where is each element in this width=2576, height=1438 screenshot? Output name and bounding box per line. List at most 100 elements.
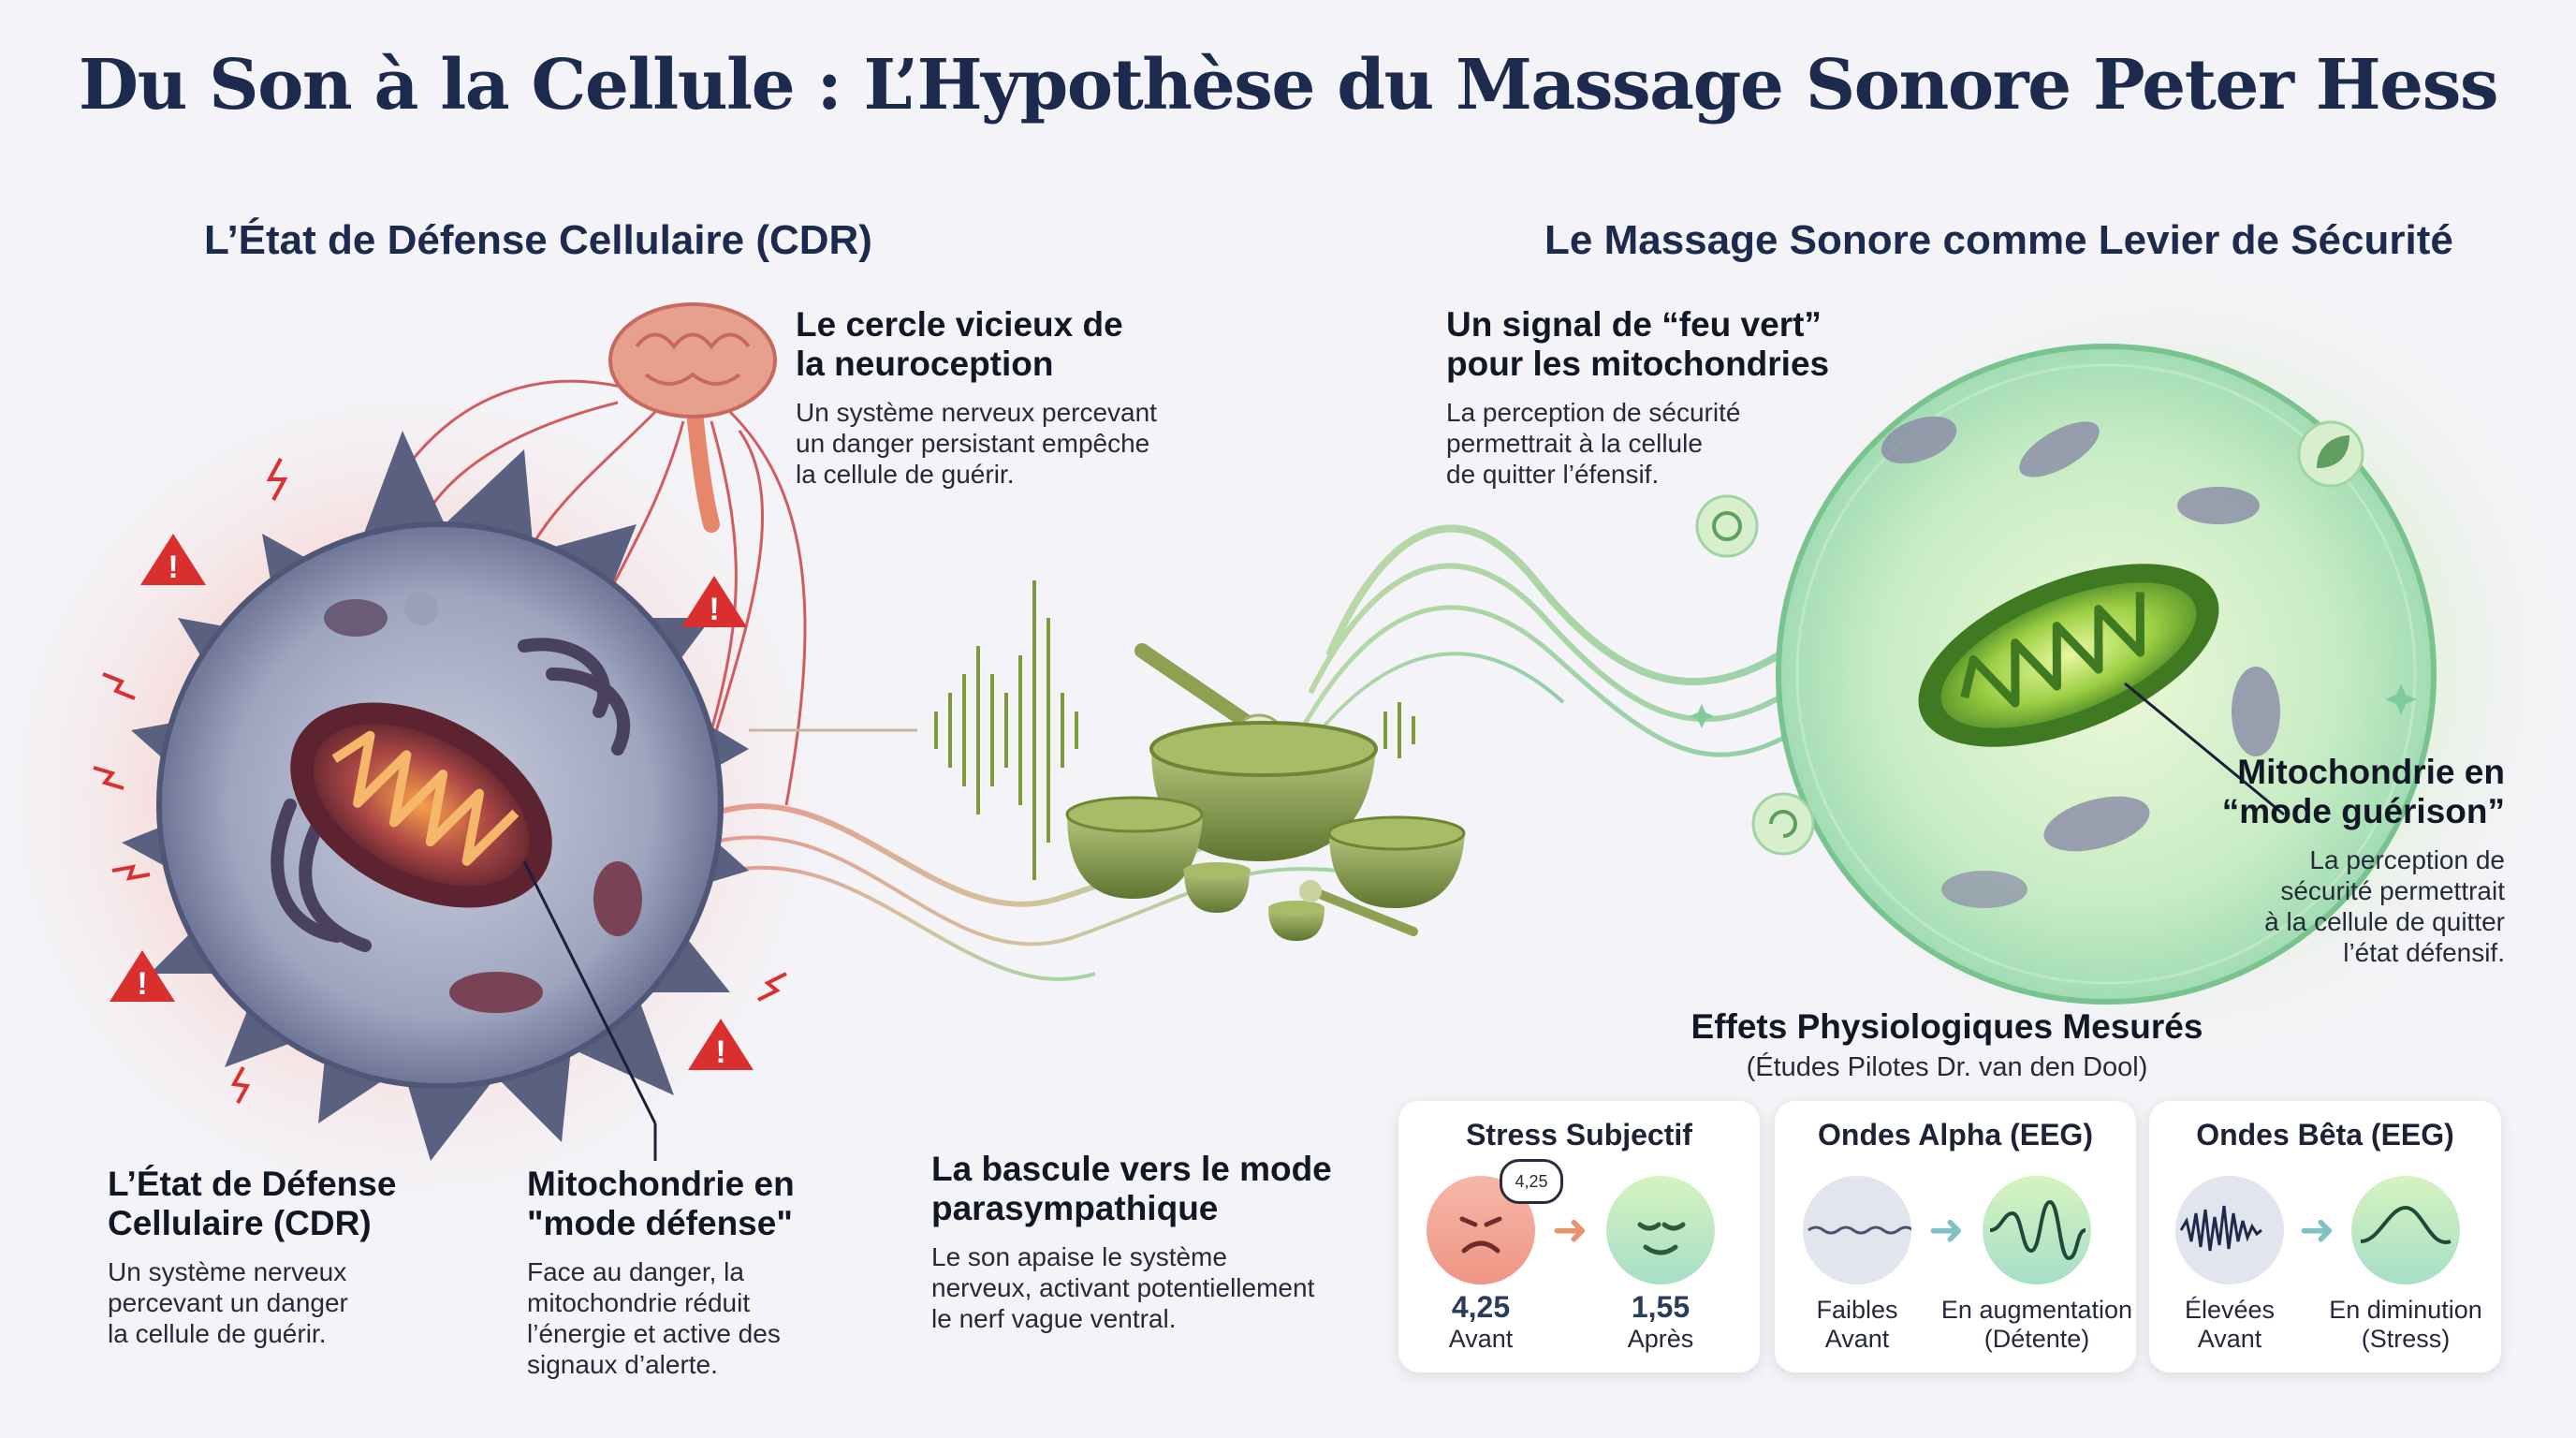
body-line: Face au danger, la <box>527 1257 744 1286</box>
cycle-icon <box>1751 792 1815 856</box>
body-line: La perception de sécurité <box>1446 398 1741 427</box>
card-title: Ondes Bêta (EEG) <box>2196 1118 2454 1152</box>
body-line: de quitter l’éfensif. <box>1446 460 1660 489</box>
heading-line: “mode guérison” <box>2221 792 2505 830</box>
defense-cell <box>122 431 749 1161</box>
green-light-heading: Un signal de “feu vert” pour les mitocho… <box>1446 305 1877 384</box>
effects-header: Effets Physiologiques Mesurés (Études Pi… <box>1573 1007 2321 1083</box>
heading-line: pour les mitochondries <box>1446 345 1830 383</box>
after-label: En diminution <box>2329 1296 2482 1324</box>
card-title: Stress Subjectif <box>1466 1118 1692 1152</box>
before-label: Faibles <box>1816 1296 1898 1324</box>
beta-card: Ondes Bêta (EEG) ➜ Élevées Avant En dimi… <box>2149 1101 2501 1372</box>
wave-icon <box>1803 1176 1914 1284</box>
heading-line: parasympathique <box>931 1189 1219 1227</box>
body-line: Un système nerveux <box>108 1257 347 1286</box>
after-metric: 1,55 Après <box>1567 1290 1754 1354</box>
before-metric: Élevées Avant <box>2136 1296 2323 1354</box>
heading-line: Cellulaire (CDR) <box>108 1204 372 1242</box>
body-line: Le son apaise le système <box>931 1242 1227 1271</box>
arrow-right-icon: ➜ <box>1552 1205 1588 1254</box>
wave-icon <box>2351 1176 2460 1284</box>
body-line: le nerf vague ventral. <box>931 1304 1177 1333</box>
heading-line: La bascule vers le mode <box>931 1150 1332 1188</box>
body-line: la cellule de guérir. <box>796 460 1015 489</box>
neuroception-block: Le cercle vicieux de la neuroception Un … <box>796 305 1226 490</box>
mito-healing-body: La perception de sécurité permettrait à … <box>2153 844 2505 968</box>
mito-healing-heading: Mitochondrie en “mode guérison” <box>2153 753 2505 831</box>
effects-title: Effets Physiologiques Mesurés <box>1690 1007 2203 1046</box>
warning-icon: ! <box>688 1019 754 1070</box>
sound-waveform <box>749 580 1415 880</box>
neuroception-heading: Le cercle vicieux de la neuroception <box>796 305 1226 384</box>
card-title: Ondes Alpha (EEG) <box>1818 1118 2093 1152</box>
after-label: Après <box>1627 1325 1694 1353</box>
after-metric: En augmentation (Détente) <box>1925 1296 2149 1354</box>
green-light-body: La perception de sécurité permettrait à … <box>1446 397 1877 490</box>
mito-defense-heading: Mitochondrie en "mode défense" <box>527 1165 901 1243</box>
right-section-header: Le Massage Sonore comme Levier de Sécuri… <box>1544 217 2453 263</box>
body-line: l’état défensif. <box>2343 938 2505 967</box>
heading-line: "mode défense" <box>527 1204 793 1242</box>
before-metric: Faibles Avant <box>1764 1296 1951 1354</box>
cycle-icon <box>1695 494 1759 558</box>
body-line: percevant un danger <box>108 1288 348 1317</box>
mito-defense-block: Mitochondrie en "mode défense" Face au d… <box>527 1165 901 1380</box>
after-label: (Détente) <box>1983 1325 2090 1353</box>
body-line: sécurité permettrait <box>2280 876 2505 905</box>
body-line: nerveux, activant potentiellement <box>931 1273 1315 1302</box>
before-label: Avant <box>1824 1325 1890 1353</box>
body-line: la cellule de guérir. <box>108 1319 327 1348</box>
before-label: Élevées <box>2184 1296 2276 1324</box>
body-line: Un système nerveux percevant <box>796 398 1157 427</box>
svg-text:!: ! <box>709 592 719 627</box>
wave-icon <box>2175 1176 2284 1284</box>
after-value: 1,55 <box>1631 1290 1690 1324</box>
wave-icon <box>1983 1176 2091 1284</box>
effects-subtitle: (Études Pilotes Dr. van den Dool) <box>1746 1052 2148 1082</box>
body-line: un danger persistant empêche <box>796 429 1150 458</box>
arrow-right-icon: ➜ <box>1928 1205 1965 1254</box>
alpha-card: Ondes Alpha (EEG) ➜ Faibles Avant En aug… <box>1775 1101 2136 1372</box>
body-line: l’énergie et active des <box>527 1319 781 1348</box>
body-line: à la cellule de quitter <box>2264 907 2505 936</box>
left-section-header: L’État de Défense Cellulaire (CDR) <box>204 217 872 263</box>
heading-line: L’État de Défense <box>108 1165 397 1203</box>
stress-card: Stress Subjectif 4,25 ➜ 4,25 Avant 1,55 … <box>1398 1101 1760 1372</box>
body-line: mitochondrie réduit <box>527 1288 751 1317</box>
cdr-block: L’État de Défense Cellulaire (CDR) Un sy… <box>108 1165 501 1349</box>
after-label: En augmentation <box>1940 1296 2133 1324</box>
heading-line: Le cercle vicieux de <box>796 305 1123 344</box>
thought-bubble-icon: 4,25 <box>1500 1159 1563 1204</box>
parasympathetic-heading: La bascule vers le mode parasympathique <box>931 1150 1381 1228</box>
healing-cell <box>1776 344 2437 1005</box>
heading-line: Un signal de “feu vert” <box>1446 305 1822 344</box>
before-value: 4,25 <box>1451 1290 1511 1324</box>
before-label: Avant <box>2197 1325 2262 1353</box>
warning-icon: ! <box>140 534 206 585</box>
svg-text:!: ! <box>168 550 178 585</box>
warning-icon: ! <box>110 950 175 1002</box>
parasympathetic-block: La bascule vers le mode parasympathique … <box>931 1150 1381 1334</box>
cdr-body: Un système nerveux percevant un danger l… <box>108 1256 501 1349</box>
parasympathetic-body: Le son apaise le système nerveux, activa… <box>931 1241 1381 1334</box>
body-line: permettrait à la cellule <box>1446 429 1703 458</box>
mito-defense-body: Face au danger, la mitochondrie réduit l… <box>527 1256 901 1380</box>
after-label: (Stress) <box>2361 1325 2451 1353</box>
svg-text:!: ! <box>137 966 147 1002</box>
neuroception-body: Un système nerveux percevant un danger p… <box>796 397 1226 490</box>
heading-line: la neuroception <box>796 345 1054 383</box>
before-label: Avant <box>1448 1325 1514 1353</box>
leaf-icon <box>2297 420 2364 488</box>
body-line: signaux d’alerte. <box>527 1350 718 1379</box>
brain-icon <box>608 302 777 533</box>
after-metric: En diminution (Stress) <box>2312 1296 2499 1354</box>
calm-face-icon <box>1606 1176 1715 1284</box>
body-line: La perception de <box>2309 845 2505 874</box>
page-title: Du Son à la Cellule : L’Hypothèse du Mas… <box>78 45 2499 125</box>
sparkle-icon <box>1690 683 2417 728</box>
singing-bowl-icon <box>1065 643 1466 941</box>
arrow-right-icon: ➜ <box>2299 1205 2335 1254</box>
svg-text:!: ! <box>715 1034 725 1070</box>
